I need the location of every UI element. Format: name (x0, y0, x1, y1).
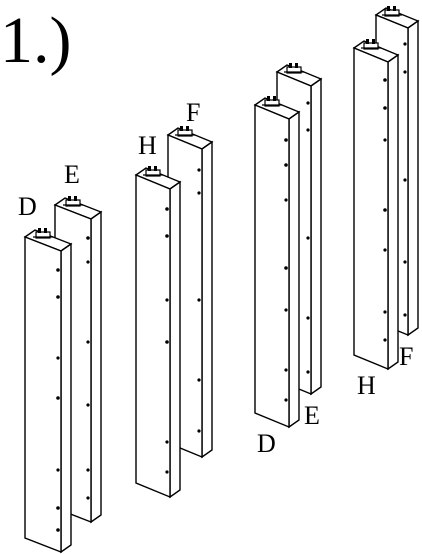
label-e: E (64, 160, 80, 189)
label-f: F (186, 98, 200, 127)
label-h: H (138, 131, 157, 160)
step-number: 1.) (0, 4, 71, 77)
label-f-right: F (399, 342, 413, 371)
panel-d-left (23, 227, 73, 554)
label-d-right: D (257, 429, 276, 458)
panel-d-right (253, 95, 301, 429)
label-d: D (18, 192, 37, 221)
label-e-right: E (304, 401, 320, 430)
panel-h-right (352, 38, 400, 371)
panel-h-mid (134, 165, 182, 499)
label-h-right: H (357, 371, 376, 400)
